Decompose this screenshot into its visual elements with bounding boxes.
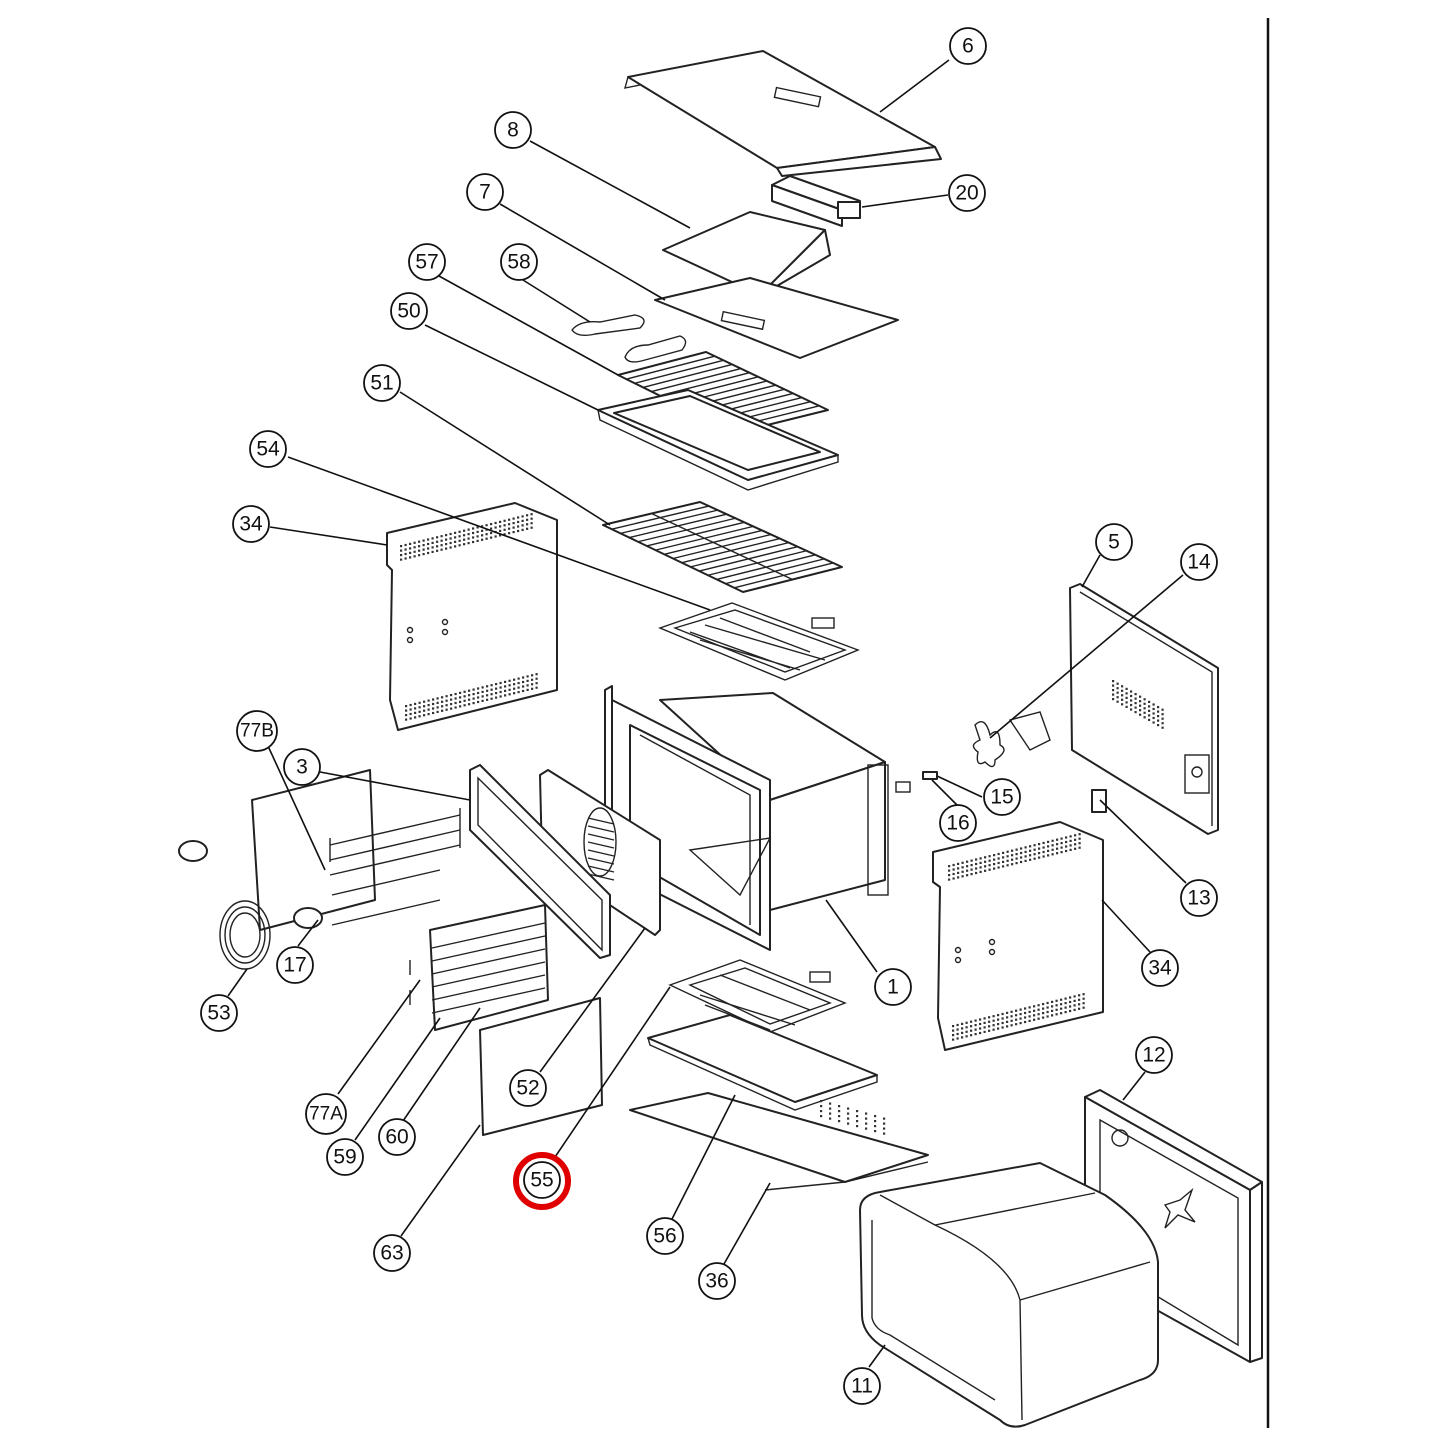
part-top-element [658, 602, 860, 681]
callout-57-label: 57 [415, 251, 438, 274]
callout-57: 57 [408, 243, 446, 281]
part-bottom-tray [629, 1092, 929, 1191]
part-door-gasket [469, 764, 611, 959]
leader-lines [227, 59, 1187, 1368]
callout-34-left-label: 34 [239, 513, 263, 536]
part-left-runner-panel [251, 769, 461, 931]
part-oven-rack [602, 501, 843, 593]
callout-77B-label: 77B [240, 721, 274, 742]
callout-8-label: 8 [507, 119, 519, 142]
part-back-panel [1069, 583, 1219, 835]
callout-77A: 77A [305, 1093, 347, 1135]
callout-20: 20 [948, 174, 986, 212]
callout-5: 5 [1095, 523, 1133, 561]
callout-58-label: 58 [507, 251, 530, 274]
callout-53-label: 53 [207, 1002, 230, 1025]
callout-60-label: 60 [385, 1126, 408, 1149]
part-control-box [771, 175, 861, 227]
part-small-fittings [895, 771, 938, 793]
part-lamp-fittings [178, 840, 323, 929]
callout-53: 53 [200, 994, 238, 1032]
callout-36: 36 [698, 1262, 736, 1300]
callout-17: 17 [276, 946, 314, 984]
part-small-block [1091, 789, 1107, 813]
callout-16: 16 [939, 804, 977, 842]
callout-52: 52 [509, 1069, 547, 1107]
callout-17-label: 17 [283, 954, 306, 977]
callout-6-label: 6 [962, 35, 974, 58]
callout-11-label: 11 [851, 1375, 873, 1398]
callout-54: 54 [249, 430, 287, 468]
callout-14-label: 14 [1187, 551, 1211, 574]
callout-5-label: 5 [1108, 531, 1120, 554]
callout-36-label: 36 [705, 1270, 728, 1293]
callout-56: 56 [646, 1217, 684, 1255]
callout-55: 55 [523, 1161, 561, 1199]
callout-60: 60 [378, 1118, 416, 1156]
callout-51-label: 51 [370, 372, 393, 395]
callout-15: 15 [983, 778, 1021, 816]
part-bottom-element [668, 959, 847, 1033]
callout-59-label: 59 [333, 1146, 356, 1169]
callout-11: 11 [843, 1367, 881, 1405]
part-mounting-plate [654, 277, 899, 359]
callout-51: 51 [363, 364, 401, 402]
part-heat-shield [662, 211, 831, 296]
part-right-runner-set [409, 904, 549, 1031]
callout-55-label: 55 [530, 1169, 553, 1192]
callout-3-label: 3 [296, 756, 308, 779]
callout-6: 6 [949, 27, 987, 65]
part-circular-element [219, 900, 271, 970]
callout-16-label: 16 [946, 812, 969, 835]
callout-56-label: 56 [653, 1225, 676, 1248]
part-baking-tray [597, 389, 839, 491]
callout-7: 7 [466, 173, 504, 211]
callout-12: 12 [1135, 1036, 1173, 1074]
callout-7-label: 7 [479, 181, 491, 204]
callout-12-label: 12 [1142, 1044, 1165, 1067]
callout-8: 8 [494, 111, 532, 149]
callout-50-label: 50 [397, 300, 420, 323]
part-top-cover [624, 50, 942, 177]
part-fan-motor [972, 711, 1051, 768]
part-flat-plate [479, 997, 603, 1136]
callout-77B: 77B [236, 710, 278, 752]
callout-77A-label: 77A [309, 1104, 343, 1125]
callout-63: 63 [373, 1234, 411, 1272]
callout-3: 3 [283, 748, 321, 786]
part-side-panel-right [932, 821, 1104, 1051]
part-base-plate [647, 1014, 878, 1111]
callout-59: 59 [326, 1138, 364, 1176]
callout-13: 13 [1180, 879, 1218, 917]
callout-54-label: 54 [256, 438, 280, 461]
part-oven-door [1084, 1089, 1263, 1363]
callout-20-label: 20 [955, 182, 978, 205]
callout-1: 1 [874, 968, 912, 1006]
part-tray-handles [571, 314, 687, 363]
callout-34-right: 34 [1141, 949, 1179, 987]
callout-13-label: 13 [1187, 887, 1210, 910]
highlight-ring-55 [513, 1152, 571, 1210]
part-side-panel-left [386, 502, 558, 731]
callout-52-label: 52 [516, 1077, 539, 1100]
callout-34-right-label: 34 [1148, 957, 1172, 980]
callout-50: 50 [390, 292, 428, 330]
callout-34-left: 34 [232, 505, 270, 543]
part-outer-casing [859, 1162, 1159, 1428]
callout-14: 14 [1180, 543, 1218, 581]
callout-63-label: 63 [380, 1242, 403, 1265]
callout-15-label: 15 [990, 786, 1013, 809]
callout-1-label: 1 [887, 976, 899, 999]
callout-58: 58 [500, 243, 538, 281]
